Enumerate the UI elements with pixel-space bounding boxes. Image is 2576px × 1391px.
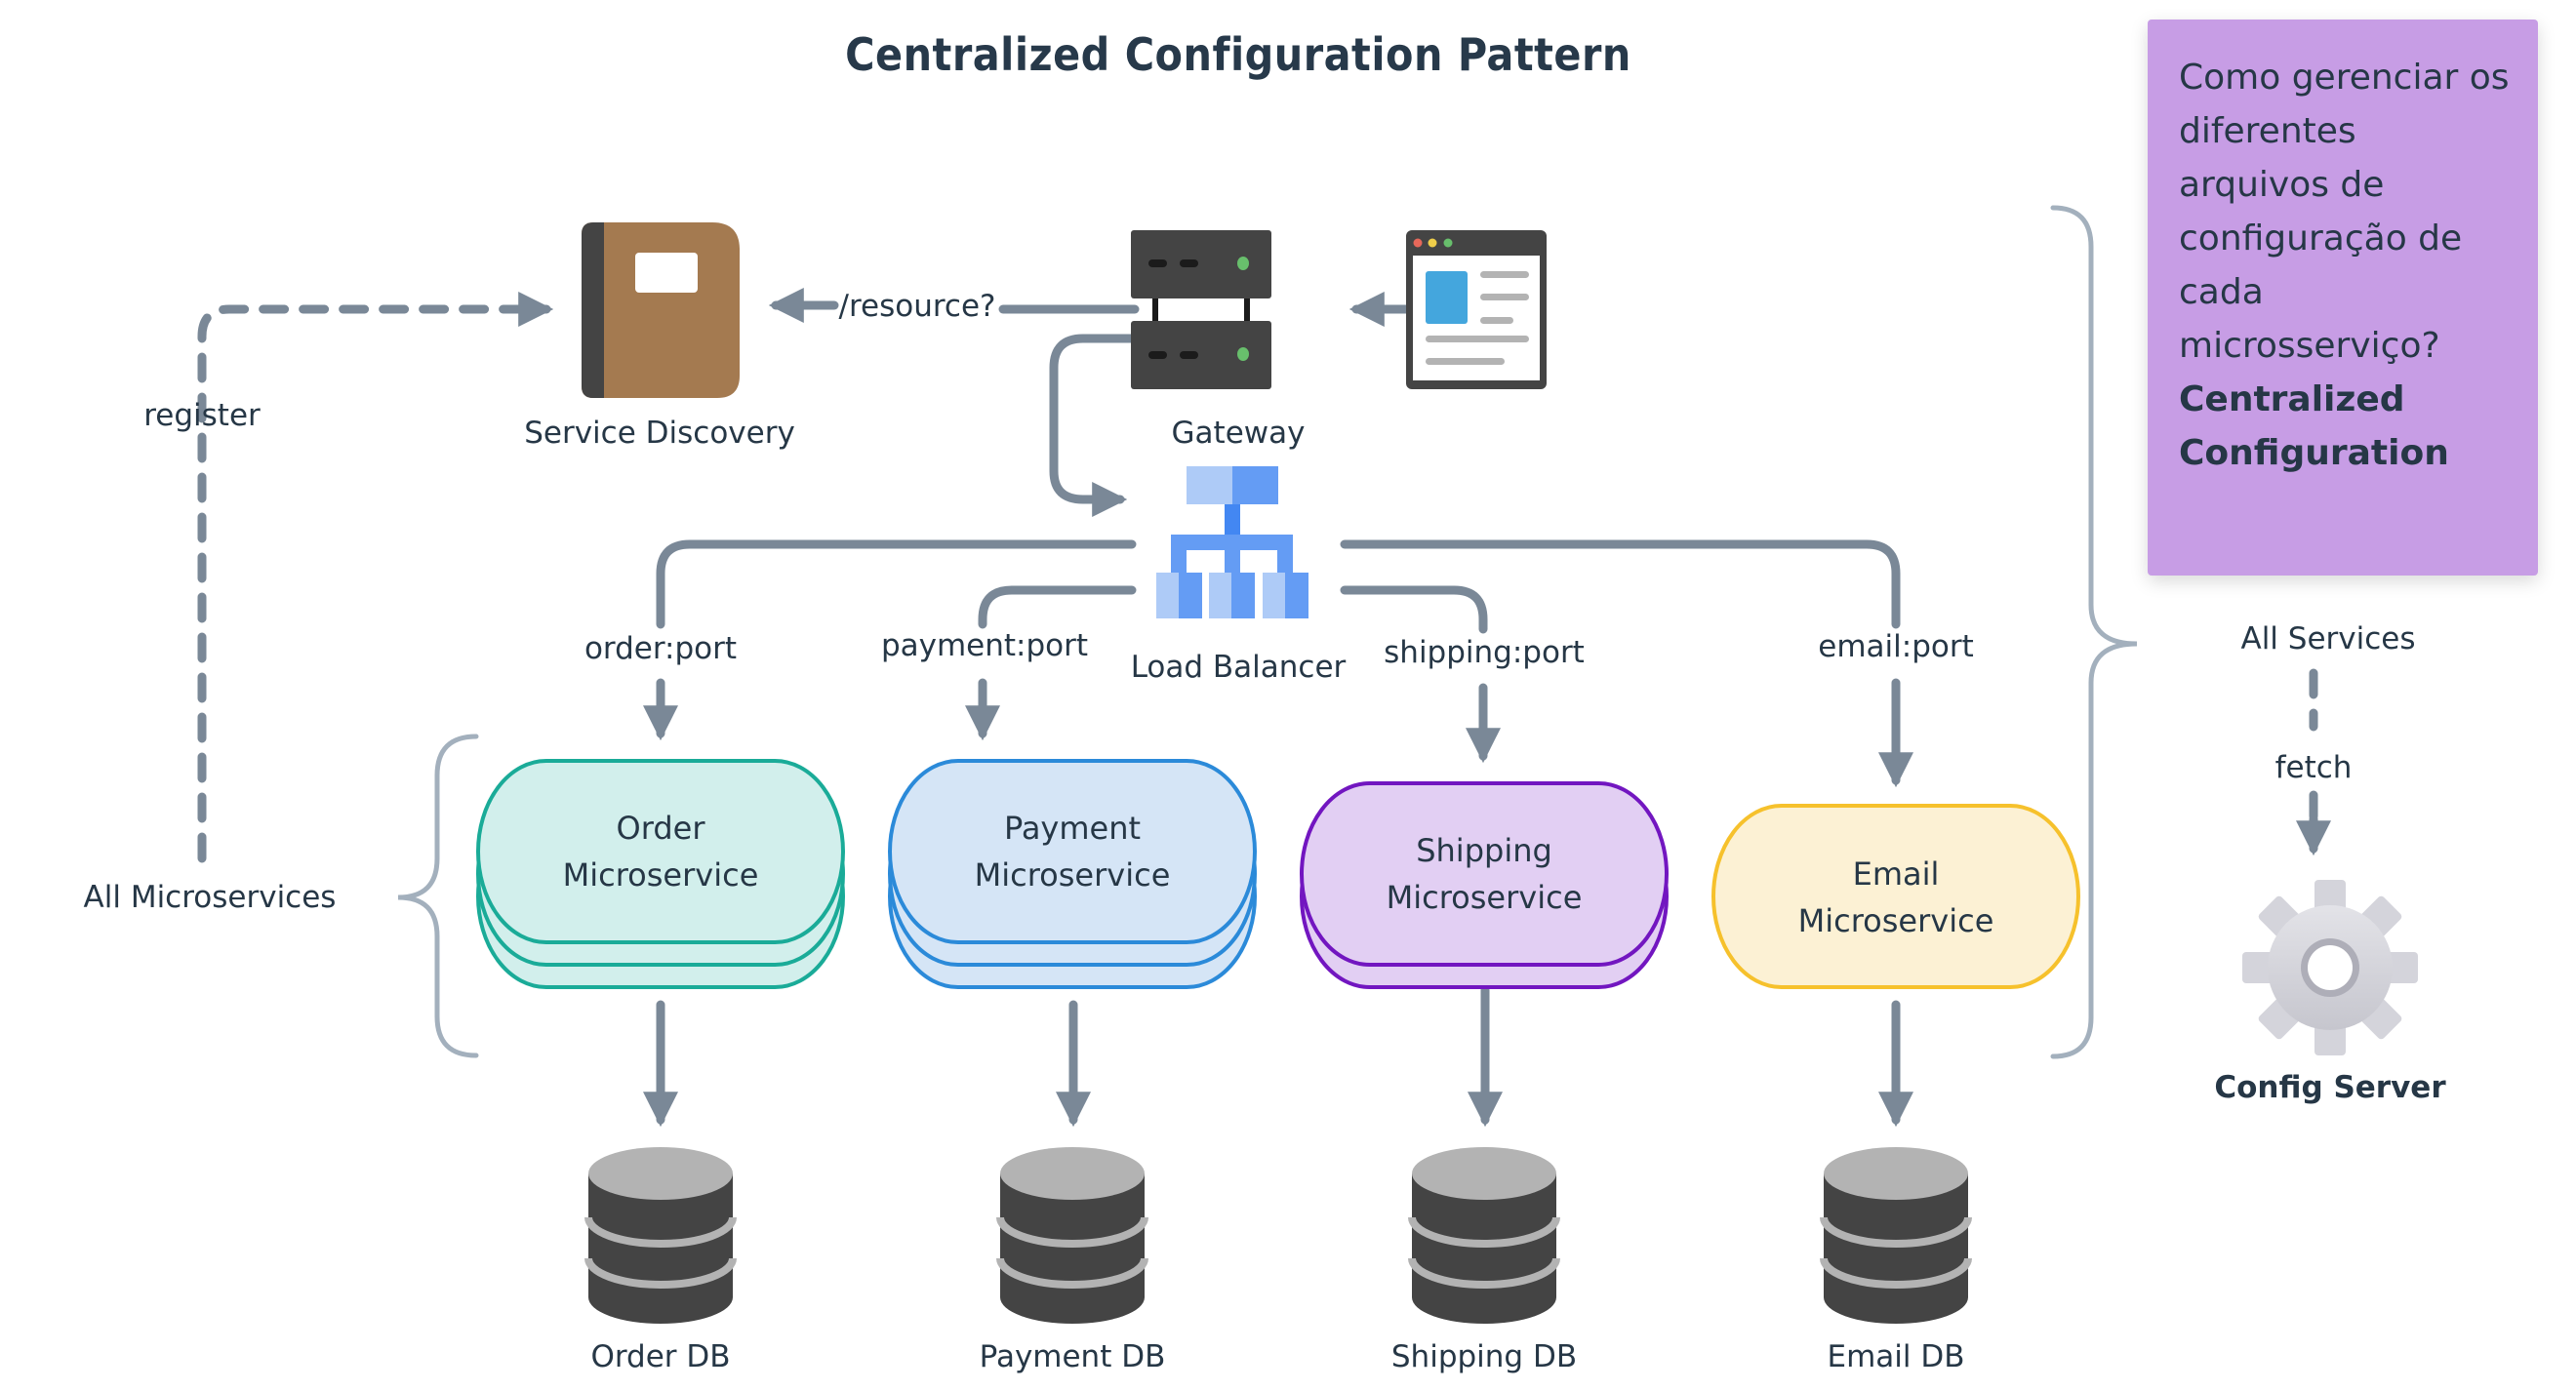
note-question: Como gerenciar os diferentes arquivos de… [2179,51,2518,373]
shipping-port-label: shipping:port [1384,635,1585,670]
note-line: Configuration [2179,433,2449,473]
lb-to-email-line [1340,539,1901,629]
microservice-instance [476,759,845,944]
config-server-label: Config Server [2214,1070,2446,1105]
gear-icon [2242,880,2418,1055]
email-port-label: email:port [1818,629,1974,664]
register-edge-label: register [143,398,261,433]
service-name-line: Microservice [974,856,1171,894]
service-discovery-label: Service Discovery [524,416,795,451]
order-microservice-label: Order Microservice [563,805,759,898]
server-icon [1131,230,1271,389]
microservice-instance [888,759,1257,944]
service-name-line: Microservice [1797,902,1994,939]
note-line: diferentes [2179,111,2356,151]
order-db-label: Order DB [590,1339,731,1374]
notebook-icon [582,222,740,398]
payment-port-label: payment:port [880,628,1089,663]
email-db-label: Email DB [1827,1339,1965,1374]
database-icon [1408,1147,1560,1324]
fetch-edge-label: fetch [2274,750,2353,785]
database-icon [1820,1147,1972,1324]
service-name-line: Email [1852,855,1940,893]
all-microservices-brace [397,734,479,1058]
all-services-label: All Services [2240,621,2416,656]
browser-window-icon [1406,230,1547,389]
lb-to-shipping-line [1340,585,1488,634]
lb-to-order-line [656,539,1137,629]
all-microservices-label: All Microservices [83,880,337,915]
note-line: microsserviço? [2179,326,2440,366]
service-name-line: Microservice [1386,879,1583,916]
shipping-microservice-label: Shipping Microservice [1387,827,1583,921]
service-name-line: Payment [1003,810,1142,847]
gateway-to-lb-arrow [1049,334,1140,517]
payment-microservice-node [888,759,1257,989]
load-balancer-label: Load Balancer [1130,650,1347,685]
lb-to-payment-line [978,585,1137,629]
note-answer: Centralized Configuration [2179,373,2518,480]
note-line: Centralized [2179,379,2405,419]
load-balancer-icon [1156,466,1308,618]
microservice-instance [1711,804,2080,989]
microservice-instance [1300,781,1669,967]
order-port-label: order:port [584,631,738,666]
payment-db-label: Payment DB [979,1339,1166,1374]
email-microservice-node [1711,804,2080,989]
sticky-note: Como gerenciar os diferentes arquivos de… [2148,20,2538,576]
service-name-line: Order [616,810,705,847]
service-name-line: Microservice [562,856,759,894]
payment-microservice-label: Payment Microservice [975,805,1171,898]
page-title: Centralized Configuration Pattern [845,28,1631,81]
note-line: configuração de [2179,219,2463,258]
order-microservice-node [476,759,845,989]
shipping-db-label: Shipping DB [1390,1339,1578,1374]
email-microservice-label: Email Microservice [1798,851,1994,944]
gateway-label: Gateway [1171,416,1306,451]
note-line: arquivos de [2179,165,2385,205]
all-services-brace [2050,205,2138,1059]
shipping-microservice-node [1300,781,1669,989]
register-connector [197,292,554,863]
resource-edge-label: /resource? [838,289,996,324]
database-icon [584,1147,737,1324]
note-line: cada [2179,272,2264,312]
database-icon [996,1147,1148,1324]
service-name-line: Shipping [1416,832,1552,869]
note-line: Como gerenciar os [2179,58,2510,98]
